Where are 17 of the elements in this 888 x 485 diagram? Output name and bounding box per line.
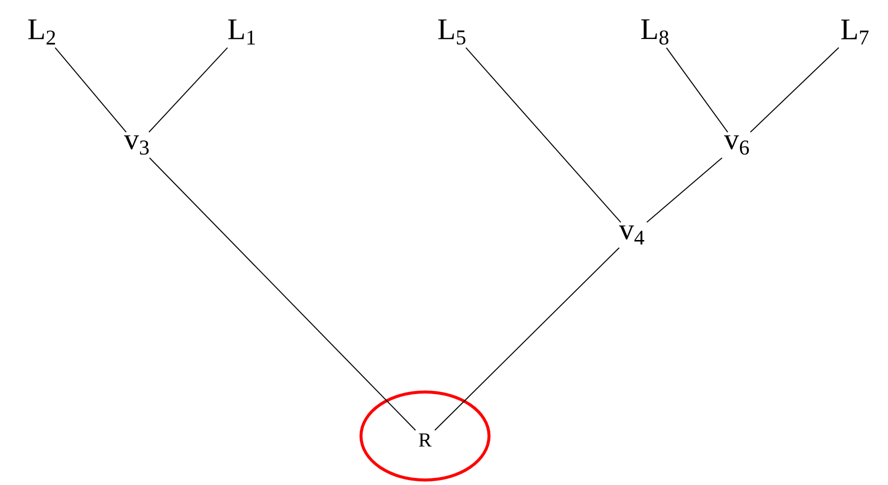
vertex-label: v$_{6}$ (724, 135, 749, 155)
vertex-label: v$_{4}$ (619, 226, 644, 245)
branch-line (465, 47, 622, 223)
branch-line (148, 47, 228, 133)
leaf-label: L$_{8}$ (641, 19, 668, 45)
branch-line (666, 47, 728, 133)
branch-line (149, 157, 416, 431)
leaf-label: L$_{2}$ (28, 20, 56, 44)
branch-line (54, 47, 127, 133)
branch-line (646, 157, 723, 223)
root-label: R (418, 433, 432, 447)
branch-line (434, 247, 620, 431)
leaf-label: L$_{5}$ (438, 19, 466, 45)
vertex-label: v$_{3}$ (124, 135, 149, 155)
branch-line (750, 47, 840, 133)
leaf-label: L$_{1}$ (228, 20, 255, 44)
leaf-label: L$_{7}$ (841, 20, 869, 44)
